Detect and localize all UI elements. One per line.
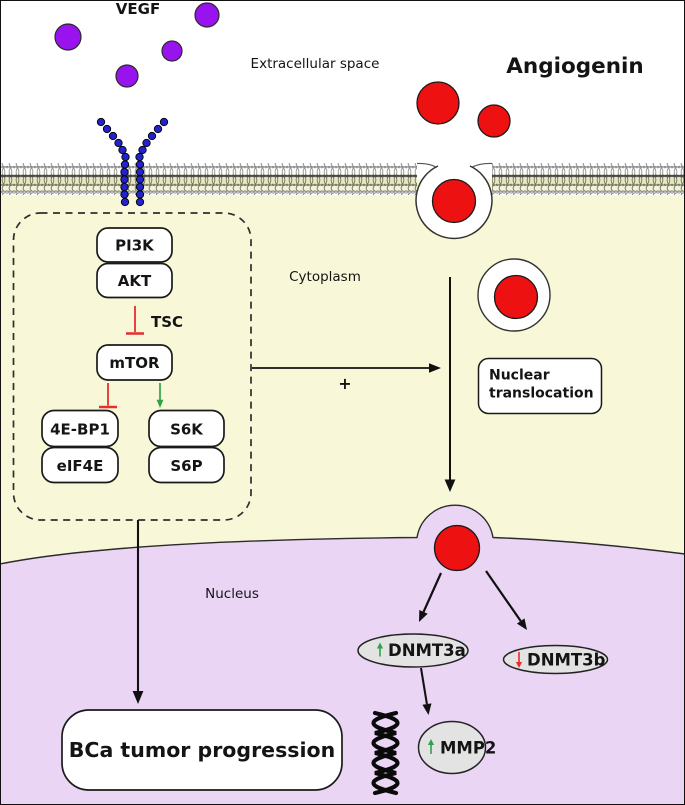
node-pi3k [96, 227, 173, 263]
vegf-label: VEGF [116, 0, 160, 18]
dna-helix-icon [371, 710, 400, 796]
plasma-membrane-left [0, 163, 417, 195]
module-to-outcome-arrowhead [132, 691, 144, 704]
nucleus-label: Nucleus [205, 586, 259, 602]
translocation-arrowhead [444, 479, 456, 492]
node-mtor [96, 344, 173, 381]
tsc-label: TSC [151, 313, 183, 331]
black-arrows [132, 277, 527, 715]
cytoplasm-label: Cytoplasm [289, 269, 361, 285]
to-dnmt3a-arrowhead [419, 610, 428, 622]
dnmt3a-ellipse [357, 633, 469, 668]
dnmt3a-up-arrowhead [376, 642, 384, 649]
to-dnmt3b-arrowhead [516, 618, 527, 630]
nuclear-envelope-line [0, 504, 685, 565]
outcome-label: BCa tumor progression [69, 738, 335, 762]
vegf-molecule [194, 2, 220, 28]
dnmt3b-down-arrowhead [515, 662, 523, 668]
to-dnmt3b-arrow-line [485, 570, 522, 622]
plasma-membrane-right [492, 163, 685, 195]
node-s6k [148, 409, 225, 448]
mmp2-circle [417, 720, 487, 775]
effector-shapes [357, 633, 609, 775]
mmp2-up-arrowhead [427, 739, 435, 745]
mtor-s6k-arrowhead [156, 399, 164, 408]
node-akt [96, 262, 173, 299]
vegf-molecule [115, 64, 139, 88]
signaling-node-boxes [41, 227, 225, 484]
mtor-to-translocation-arrowhead [429, 363, 441, 373]
node-s6p [148, 446, 225, 484]
s6k-label: S6K [170, 421, 204, 439]
dnmt3b-label: DNMT3b [527, 651, 606, 670]
pi3k-label: PI3K [115, 237, 155, 255]
eif4e-label: eIF4E [57, 457, 104, 475]
4ebp1-label: 4E-BP1 [50, 421, 110, 439]
angiogenin-molecule [477, 104, 511, 138]
mmp2-label: MMP2 [440, 739, 496, 758]
inhibition-bars [99, 306, 144, 409]
angiogenin-in-vesicle [431, 178, 477, 224]
to-dnmt3a-arrow-line [422, 572, 443, 613]
dnmt3a-label: DNMT3a [388, 641, 466, 660]
extracellular-space-label: Extracellular space [251, 56, 380, 72]
node-eif4e [41, 446, 119, 484]
akt-label: AKT [118, 272, 152, 290]
vegf-molecule [54, 23, 82, 51]
vegf-receptor [96, 117, 169, 207]
nuclear-translocation-label-line2: translocation [489, 386, 594, 402]
angiogenin-in-nucleus [433, 524, 481, 572]
nuclear-translocation-box [477, 357, 603, 415]
angiogenin-in-cytoplasm [493, 274, 539, 320]
dnmt3b-ellipse [502, 644, 609, 675]
angiogenin-label: Angiogenin [506, 54, 643, 79]
signaling-module-outline [12, 212, 252, 521]
s6p-label: S6P [170, 457, 202, 475]
angiogenin-particles [416, 81, 511, 224]
plus-label: + [338, 374, 351, 393]
vegf-molecule [161, 40, 183, 62]
mtor-label: mTOR [109, 354, 160, 372]
outcome-box [61, 709, 343, 791]
nuclear-translocation-label-line1: Nuclear [489, 368, 550, 384]
node-4ebp1 [41, 409, 119, 448]
dnmt3a-to-mmp2-arrowhead [422, 703, 432, 715]
vegf-ligands [54, 2, 220, 88]
angiogenin-molecule [416, 81, 460, 125]
dnmt3a-to-mmp2-arrow-line [419, 667, 428, 705]
